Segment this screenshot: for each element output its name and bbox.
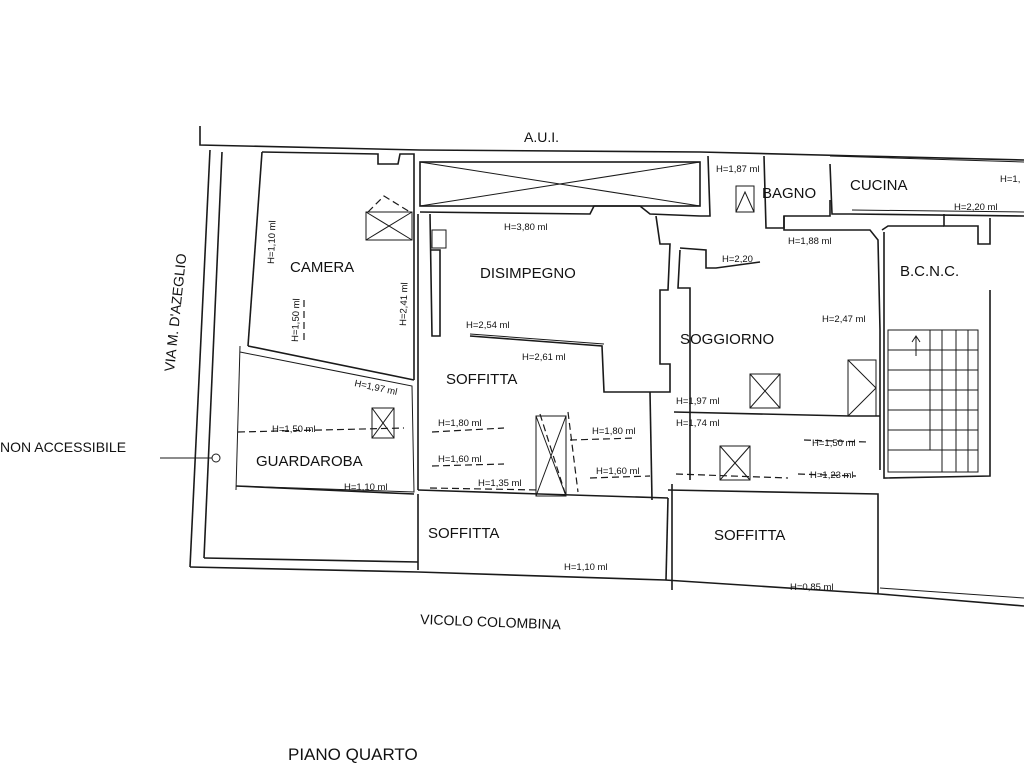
height-label: H=1,87 ml (716, 164, 760, 175)
height-label: H=3,80 ml (504, 222, 548, 233)
plan-title: PIANO QUARTO (288, 745, 418, 764)
street-left: VIA M. D'AZEGLIO (161, 253, 189, 373)
room-soffitta-bottom (417, 484, 879, 594)
height-label: H=1,50 ml (290, 298, 303, 342)
height-label: H=1,10 ml (564, 562, 608, 573)
height-label: H=1,10 ml (344, 482, 388, 493)
height-label: H=1,60 ml (596, 466, 640, 477)
height-label: H=1,10 ml (266, 220, 279, 264)
room-label-soggiorno: SOGGIORNO (680, 331, 774, 348)
room-label-camera: CAMERA (290, 259, 354, 276)
street-bottom: VICOLO COLOMBINA (420, 611, 562, 632)
room-label-disimpegno: DISIMPEGNO (480, 265, 576, 282)
skylight-camera (365, 211, 413, 241)
room-label-soffitta-center: SOFFITTA (446, 371, 517, 388)
room-guardaroba-walls (235, 407, 415, 495)
height-label: H=1, (1000, 174, 1020, 185)
height-label: H=0,85 ml (790, 582, 834, 593)
street-top: A.U.I. (524, 129, 559, 145)
height-label: H=2,54 ml (466, 320, 510, 331)
height-label: H=1,50 ml (812, 438, 856, 449)
height-label: H=1,50 ml (272, 424, 316, 435)
note-non-accessibile: NON ACCESSIBILE (0, 439, 126, 455)
height-label: H=1,80 ml (438, 418, 482, 429)
height-label: H=1,88 ml (788, 236, 832, 247)
room-label-soffitta-bottom-left: SOFFITTA (428, 525, 499, 542)
height-label: H=2,61 ml (522, 352, 566, 363)
height-label: H=1,97 ml (676, 396, 720, 407)
height-label: H=1,60 ml (438, 454, 482, 465)
skylight-guardaroba (371, 407, 395, 439)
height-label: H=2,47 ml (822, 314, 866, 325)
room-cucina-walls (829, 163, 1024, 245)
height-label: H=2,41 ml (398, 282, 411, 326)
room-label-soffitta-bottom-right: SOFFITTA (714, 527, 785, 544)
room-camera-walls (235, 151, 415, 493)
room-disimpegno-walls (417, 213, 671, 501)
leader-dot (211, 453, 221, 463)
outer-walls (189, 126, 1024, 607)
room-bcnc-walls (881, 225, 991, 479)
room-soggiorno-walls (673, 216, 881, 481)
height-label: H=1,74 ml (676, 418, 720, 429)
height-label: H=2,20 ml (954, 202, 998, 213)
room-label-guardaroba: GUARDAROBA (256, 453, 363, 470)
room-label-cucina: CUCINA (850, 177, 908, 194)
skylight-soggiorno-2 (719, 445, 751, 481)
height-label: H=1,35 ml (478, 478, 522, 489)
room-label-bcnc: B.C.N.C. (900, 263, 959, 280)
height-label: H=1,97 ml (353, 378, 398, 398)
staircase (887, 329, 979, 473)
height-label: H=1,23 ml (810, 470, 854, 481)
corridor-top (419, 161, 701, 217)
skylight-center (535, 415, 567, 497)
room-label-bagno: BAGNO (762, 185, 816, 202)
height-label: H=1,80 ml (592, 426, 636, 437)
height-label: H=2,20 (722, 254, 753, 265)
skylight-bagno (735, 185, 755, 213)
skylight-soggiorno (749, 373, 781, 409)
